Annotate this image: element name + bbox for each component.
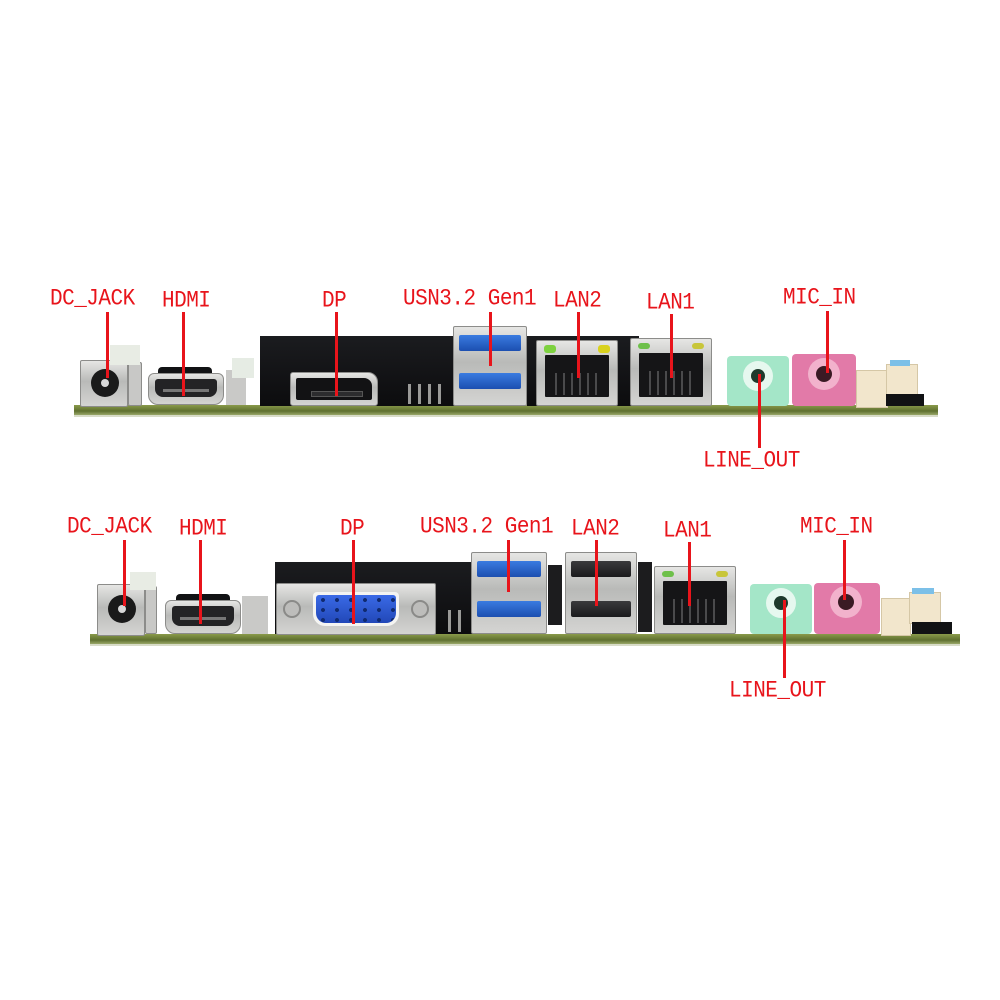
leader-line [826, 311, 829, 373]
hdmi-port-bottom [165, 600, 241, 634]
pin [448, 610, 451, 632]
pin-header-top [856, 370, 888, 408]
usb2-port-lower [571, 601, 631, 617]
displayport-top [290, 372, 378, 406]
leader-line [670, 314, 673, 378]
leader-line [843, 540, 846, 600]
leader-line [106, 312, 109, 378]
pin [438, 384, 441, 404]
pcb-bottom [90, 634, 960, 646]
dc-jack-side [145, 586, 157, 634]
component [912, 588, 934, 594]
component [548, 565, 562, 625]
leader-line [783, 600, 786, 678]
leader-line [688, 542, 691, 606]
leader-line [507, 540, 510, 592]
vga-db15-connector [313, 592, 399, 626]
label-lan2-top: LAN2 [553, 288, 602, 315]
label-hdmi-bottom: HDMI [179, 516, 228, 543]
jumper-block [912, 622, 952, 634]
leader-line [758, 374, 761, 448]
label-usb-top: USN3.2 Gen1 [403, 286, 537, 313]
leader-line [182, 312, 185, 396]
component [890, 360, 910, 366]
dc-jack-side [128, 362, 142, 406]
led-green [662, 571, 674, 577]
audio-mic-in-top [792, 354, 856, 406]
vga-port-bottom [276, 583, 436, 635]
component [242, 596, 268, 634]
label-mic-in-top: MIC_IN [783, 285, 856, 312]
pin-header-top [886, 364, 918, 396]
audio-mic-in-bottom [814, 583, 880, 634]
usb2-port-upper [571, 561, 631, 577]
component [226, 370, 246, 405]
leader-line [335, 312, 338, 396]
component [110, 345, 140, 365]
audio-line-out-bottom [750, 584, 812, 634]
label-dc-jack-bottom: DC_JACK [67, 514, 152, 541]
pin-header-bottom [881, 598, 911, 636]
hdmi-top-shell [176, 594, 230, 604]
dc-jack-bottom [97, 584, 145, 636]
leader-line [577, 312, 580, 378]
label-hdmi-top: HDMI [162, 288, 211, 315]
label-lan2-bottom: LAN2 [571, 516, 620, 543]
usb3-port-lower [477, 601, 541, 617]
led-green [638, 343, 650, 349]
rj45-lan1-bottom [654, 566, 736, 634]
leader-line [123, 540, 126, 606]
label-lan1-top: LAN1 [646, 290, 695, 317]
led-yellow [716, 571, 728, 577]
led-green [544, 345, 556, 353]
component [638, 562, 652, 632]
leader-line [595, 540, 598, 606]
led-yellow [598, 345, 610, 353]
pin [458, 610, 461, 632]
leader-line [352, 540, 355, 624]
label-line-out-top: LINE_OUT [703, 448, 800, 475]
component [130, 572, 156, 590]
usb3-port-lower [459, 373, 521, 389]
jumper-block [886, 394, 924, 406]
hdmi-port-top [148, 373, 224, 405]
label-line-out-bottom: LINE_OUT [729, 678, 826, 705]
pcb-top [74, 405, 938, 417]
component [232, 358, 254, 378]
hdmi-top-shell [158, 367, 212, 377]
pin [428, 384, 431, 404]
label-dp-top: DP [322, 288, 347, 315]
label-dc-jack-top: DC_JACK [50, 286, 135, 313]
pin [418, 384, 421, 404]
pin [408, 384, 411, 404]
leader-line [199, 540, 202, 624]
label-usb-bottom: USN3.2 Gen1 [420, 514, 554, 541]
usb2-dual-port-bottom [565, 552, 637, 634]
pin-header-bottom [909, 592, 941, 624]
led-yellow [692, 343, 704, 349]
dc-jack-top [80, 360, 128, 407]
label-mic-in-bottom: MIC_IN [800, 514, 873, 541]
label-lan1-bottom: LAN1 [663, 518, 712, 545]
leader-line [489, 312, 492, 366]
label-dp-bottom: DP [340, 516, 365, 543]
